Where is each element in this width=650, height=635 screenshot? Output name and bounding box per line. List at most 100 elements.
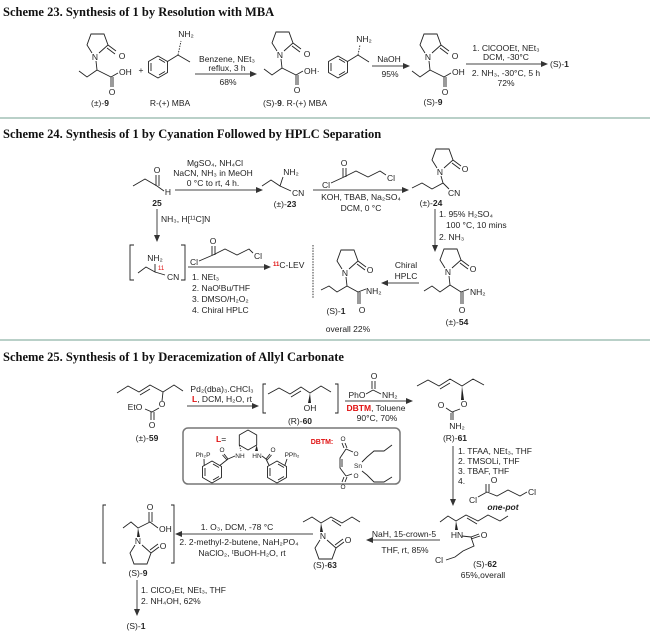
reagent-text: 2. NaOᵗBu/THF: [192, 283, 250, 293]
reagent-text: 1. TFAA, NEt₃, THF: [458, 446, 532, 456]
reagent-text: 4.: [458, 476, 465, 486]
reagent-text: 3. TBAF, THF: [458, 466, 509, 476]
atom-o: O: [438, 400, 445, 410]
atom-o: O: [353, 451, 358, 458]
reagent-text: 1. ClCOOEt, NEt₃: [472, 43, 539, 53]
compound-rac-54: N O NH₂ O: [423, 248, 486, 315]
scheme-23-title: Scheme 23. Synthesis of 1 by Resolution …: [3, 5, 274, 19]
label-prefix: (S)-: [550, 59, 564, 69]
atom-o: O: [462, 164, 469, 174]
intermediate-r-60: OH: [262, 383, 339, 414]
atom-n: N: [92, 52, 98, 62]
atom-o: O: [371, 371, 378, 381]
label-prefix: (±)-: [274, 199, 287, 209]
atom-cl: Cl: [387, 173, 395, 183]
atom-o: O: [210, 236, 217, 246]
atom-cl: Cl: [254, 251, 262, 261]
atom-o: O: [452, 51, 459, 61]
reagent-text: 1. NEt₃: [192, 272, 219, 282]
condition-text: reflux, 3 h: [208, 63, 246, 73]
atom-o: O: [147, 502, 154, 512]
label-prefix: (S)-: [313, 560, 327, 570]
label-prefix: (S)-: [473, 559, 487, 569]
compound-rac-24: N O CN: [411, 148, 469, 198]
compound-s-63: N O: [302, 516, 361, 560]
atom-nh: NH: [235, 453, 245, 460]
label-number: 9: [143, 568, 148, 578]
ligand-definition-label: L=: [216, 434, 226, 444]
reaction-step-3: 1. 95% H₂SO₄ 100 °C, 10 mins 2. NH₃: [432, 209, 507, 252]
ligand-label: L: [192, 394, 197, 404]
atom-o: O: [160, 541, 167, 551]
reaction-step-5: NH₃, H[¹¹C]N: [154, 209, 210, 242]
atom-nh2: NH₂: [147, 253, 163, 263]
atom-o: O: [442, 87, 449, 97]
reagent-text: 2. TMSOLi, THF: [458, 456, 520, 466]
reaction-step-3: 1. TFAA, NEt₃, THF 2. TMSOLi, THF 3. TBA…: [450, 446, 536, 512]
reaction-step-6: O Cl Cl 1. NEt₃ 2. NaOᵗBu/THF 3. DMSO/H₂…: [188, 236, 271, 315]
atom-h: H: [165, 187, 171, 197]
reagent-text: Pd₂(dba)₃.CHCl₃: [190, 384, 253, 394]
compound-s-62: HN O Cl: [435, 514, 509, 565]
condition-text: DCM, -30°C: [483, 52, 529, 62]
reagent-text: , Toluene: [371, 403, 406, 413]
atom-o: O: [304, 49, 311, 59]
label-number: 62: [487, 559, 497, 569]
reaction-step-2: NaOH 95%: [372, 54, 410, 79]
compound-rac-9: N O OH O: [78, 33, 132, 97]
reagent-text: Benzene, NEt₃: [199, 54, 255, 64]
scheme-24-title: Scheme 24. Synthesis of 1 by Cyanation F…: [3, 127, 381, 141]
reagent-text: 3. DMSO/H₂O₂: [192, 294, 249, 304]
atom-o: O: [340, 484, 345, 491]
reagent-text: NH₃, H[¹¹C]N: [161, 214, 210, 224]
atom-o: O: [491, 475, 498, 485]
label-11c-lev: 11C-LEV: [273, 260, 305, 270]
atom-o: O: [341, 158, 348, 168]
compound-s9: N O OH O: [411, 33, 465, 97]
compound-s1: N O NH₂ O: [320, 249, 382, 315]
atom-cn: CN: [448, 188, 460, 198]
atom-hn: HN: [252, 453, 262, 460]
atom-o: O: [367, 265, 374, 275]
atom-nh2: NH₂: [283, 167, 299, 177]
overall-yield: overall 22%: [326, 324, 371, 334]
label-s1: (S)-1: [550, 59, 569, 69]
atom-nh2: NH₂: [178, 29, 194, 39]
reaction-step-2: O PhO NH₂ DBTM, Toluene 90°C, 70%: [345, 371, 413, 423]
atom-n: N: [277, 50, 283, 60]
atom-cn: CN: [167, 272, 179, 282]
atom-o: O: [340, 436, 345, 443]
reaction-step-1: MgSO₄, NH₄Cl NaCN, NH₃ in MeOH 0 °C to r…: [173, 158, 263, 193]
label-s9: (S)-9: [424, 97, 443, 107]
atom-ph2p: Ph₂P: [196, 452, 211, 459]
label-25: 25: [152, 198, 162, 208]
reaction-step-5: 1. O₃, DCM, -78 °C 2. 2-methyl-2-butene,…: [175, 522, 313, 558]
atom-o: O: [119, 51, 126, 61]
label-s1: (S)-1: [327, 306, 346, 316]
label-rac-23: (±)-23: [274, 199, 297, 209]
atom-o: O: [353, 473, 358, 480]
atom-oh: OH: [159, 524, 172, 534]
atom-cl: Cl: [322, 180, 330, 190]
atom-o: O: [109, 87, 116, 97]
atom-cl: Cl: [528, 487, 536, 497]
isotope-label: 11: [273, 262, 280, 268]
plus-sign: +: [139, 65, 144, 75]
label-number: 60: [303, 416, 313, 426]
label-number: 9: [438, 97, 443, 107]
label-s-1: (S)-1: [127, 621, 146, 631]
atom-nh2: NH₂: [382, 390, 398, 400]
label-number: 9: [104, 98, 109, 108]
label-mba: R-(+) MBA: [150, 98, 191, 108]
label-s-9: (S)-9: [129, 568, 148, 578]
condition-text: THF, rt, 85%: [381, 545, 429, 555]
atom-o: O: [159, 399, 166, 409]
atom-n: N: [445, 267, 451, 277]
catalyst-label: DBTM: [347, 403, 372, 413]
label-number: 1: [141, 621, 146, 631]
reagent-text: Chiral: [395, 260, 417, 270]
condition-text: 90°C, 70%: [357, 413, 398, 423]
label-prefix: (S)-: [424, 97, 438, 107]
label-rac-59: (±)-59: [136, 433, 159, 443]
